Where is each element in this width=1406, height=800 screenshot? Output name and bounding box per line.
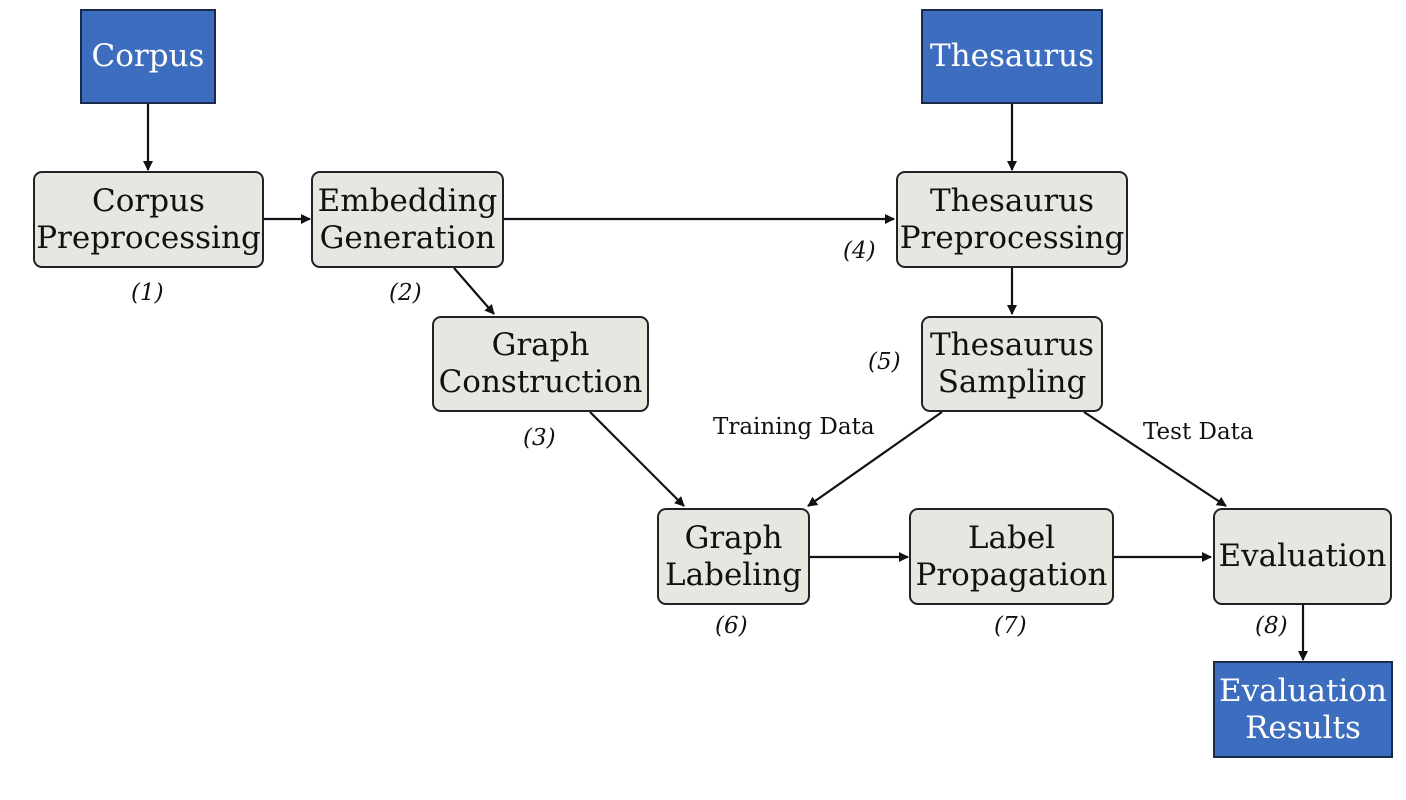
graph-labeling-node: Graph Labeling bbox=[657, 508, 810, 605]
thesaurus-sampling-line1: Thesaurus bbox=[929, 327, 1095, 363]
evaluation-results-line1: Evaluation bbox=[1219, 672, 1387, 709]
step-label-3: (3) bbox=[523, 425, 556, 451]
thesaurus-node: Thesaurus bbox=[921, 9, 1103, 104]
graph-labeling-line1: Graph bbox=[684, 519, 783, 556]
label-propagation-node: Label Propagation bbox=[909, 508, 1114, 605]
edge-graph-construction-to-labeling bbox=[589, 411, 685, 507]
step-label-5: (5) bbox=[868, 349, 901, 375]
edge-embedding-to-graph-construction bbox=[453, 267, 495, 315]
training-data-label: Training Data bbox=[713, 414, 875, 440]
edge-sampling-to-labeling bbox=[807, 411, 943, 507]
evaluation-results-line2: Results bbox=[1245, 709, 1361, 746]
corpus-node: Corpus bbox=[80, 9, 216, 104]
thesaurus-preprocessing-line2: Preprocessing bbox=[899, 219, 1125, 256]
step-label-1: (1) bbox=[131, 280, 164, 306]
edge-sampling-to-evaluation bbox=[1083, 411, 1227, 507]
label-propagation-line2: Propagation bbox=[915, 556, 1108, 593]
corpus-preprocessing-line1: Corpus bbox=[92, 182, 205, 219]
graph-labeling-line2: Labeling bbox=[665, 556, 802, 593]
evaluation-results-node: Evaluation Results bbox=[1213, 661, 1393, 758]
graph-construction-line1: Graph bbox=[491, 327, 590, 363]
step-label-2: (2) bbox=[389, 280, 422, 306]
thesaurus-sampling-line2: Sampling bbox=[937, 364, 1087, 400]
embedding-generation-node: Embedding Generation bbox=[311, 171, 504, 268]
corpus-preprocessing-line2: Preprocessing bbox=[36, 219, 261, 256]
thesaurus-label: Thesaurus bbox=[929, 38, 1095, 74]
graph-construction-line2: Construction bbox=[438, 364, 643, 400]
graph-construction-node: Graph Construction bbox=[432, 316, 649, 412]
label-propagation-line1: Label bbox=[967, 519, 1056, 556]
corpus-preprocessing-node: Corpus Preprocessing bbox=[33, 171, 264, 268]
step-label-8: (8) bbox=[1255, 613, 1288, 639]
thesaurus-sampling-node: Thesaurus Sampling bbox=[921, 316, 1103, 412]
corpus-label: Corpus bbox=[91, 38, 205, 74]
evaluation-node: Evaluation bbox=[1213, 508, 1392, 605]
test-data-label: Test Data bbox=[1143, 419, 1254, 445]
thesaurus-preprocessing-node: Thesaurus Preprocessing bbox=[896, 171, 1128, 268]
step-label-4: (4) bbox=[843, 238, 876, 264]
embedding-generation-line2: Generation bbox=[319, 219, 496, 256]
step-label-7: (7) bbox=[994, 613, 1027, 639]
thesaurus-preprocessing-line1: Thesaurus bbox=[929, 182, 1095, 219]
evaluation-label: Evaluation bbox=[1218, 538, 1387, 574]
embedding-generation-line1: Embedding bbox=[317, 182, 498, 219]
step-label-6: (6) bbox=[715, 613, 748, 639]
